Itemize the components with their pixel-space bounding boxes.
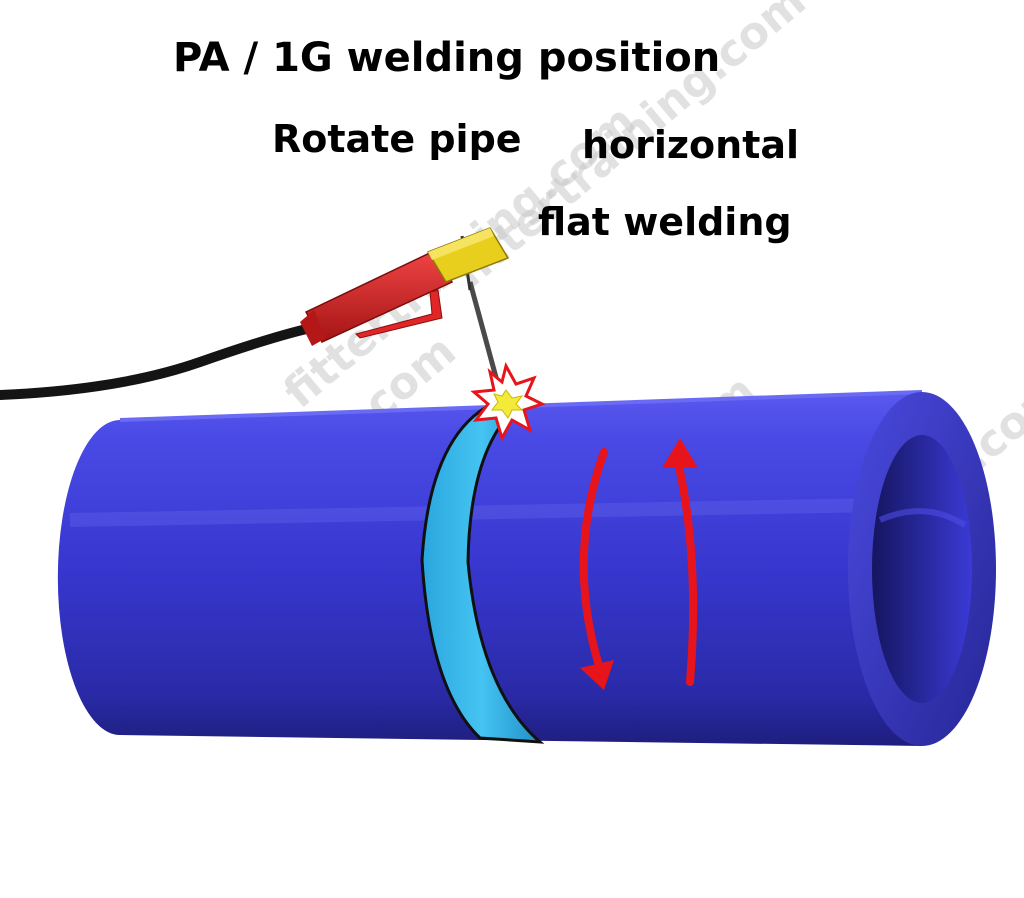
pipe-body [57, 392, 923, 746]
rotation-arrow-icon [579, 448, 608, 676]
weld-bead-band [420, 398, 545, 744]
rotation-arrow-icon [674, 458, 698, 686]
arrow-head-icon [580, 660, 614, 690]
rotation-arrows [579, 438, 698, 690]
arrow-head-icon [662, 438, 698, 468]
welding-torch-icon [300, 227, 510, 393]
caption-line-rotate-pipe: Rotate pipe [272, 117, 522, 161]
pipe-shine [69, 498, 881, 527]
torch-head-highlight [428, 228, 494, 260]
weld-bead [420, 398, 545, 744]
page-title: PA / 1G welding position [173, 35, 721, 81]
torch-lever [355, 289, 443, 339]
spark-icon [470, 361, 546, 442]
torch-cable [0, 321, 325, 400]
pipe-bore [872, 435, 972, 703]
pipe [57, 390, 996, 746]
pipe-bore-highlight [878, 508, 967, 528]
caption-line-horizontal: horizontal [582, 123, 800, 167]
caption-line-flat-welding: flat welding [538, 200, 792, 244]
spark-core [491, 389, 524, 419]
electrode-rod [467, 281, 503, 393]
torch-handle-end [300, 310, 326, 346]
